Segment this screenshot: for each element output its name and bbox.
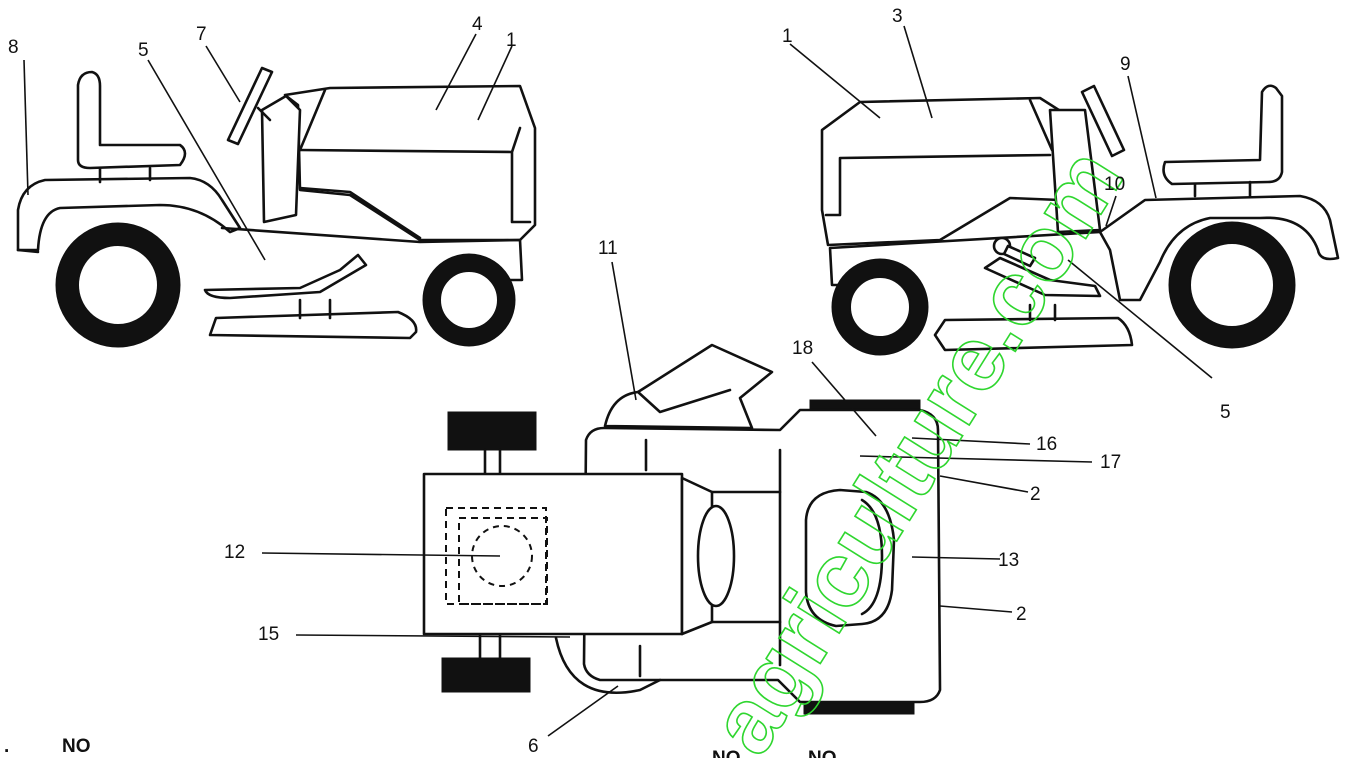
- callout-15: 15: [258, 624, 279, 645]
- callout-7: 7: [196, 24, 207, 45]
- callout-1-right: 1: [782, 26, 793, 47]
- footer-dot: .: [4, 736, 9, 757]
- callout-1-left: 1: [506, 30, 517, 51]
- callout-9: 9: [1120, 54, 1131, 75]
- callout-5-left: 5: [138, 40, 149, 61]
- callout-3: 3: [892, 6, 903, 27]
- callout-13: 13: [998, 550, 1019, 571]
- callout-2-lower: 2: [1016, 604, 1027, 625]
- leader-lines: [23, 25, 1213, 737]
- callout-5-right: 5: [1220, 402, 1231, 423]
- callout-4: 4: [472, 14, 483, 35]
- footer-no-right: NO: [808, 748, 837, 758]
- callout-8: 8: [8, 37, 19, 58]
- callout-2-upper: 2: [1030, 484, 1041, 505]
- tractor-top-view: [422, 343, 942, 715]
- callout-11: 11: [598, 238, 618, 259]
- callout-6: 6: [528, 736, 539, 757]
- callout-16: 16: [1036, 434, 1057, 455]
- tractor-left-side-view: [16, 66, 537, 348]
- footer-no-mid: NO: [712, 748, 741, 758]
- footer-row: . NO NO NO: [4, 736, 837, 758]
- footer-no-left: NO: [62, 736, 91, 757]
- callout-labels: 8 5 7 4 1 1 3 9 10 5 11 18 16 17 2 12 13…: [8, 6, 1231, 757]
- callout-10: 10: [1104, 174, 1125, 195]
- callout-12: 12: [224, 542, 245, 563]
- callout-17: 17: [1100, 452, 1121, 473]
- tractor-right-side-view: [820, 84, 1340, 356]
- callout-18: 18: [792, 338, 813, 359]
